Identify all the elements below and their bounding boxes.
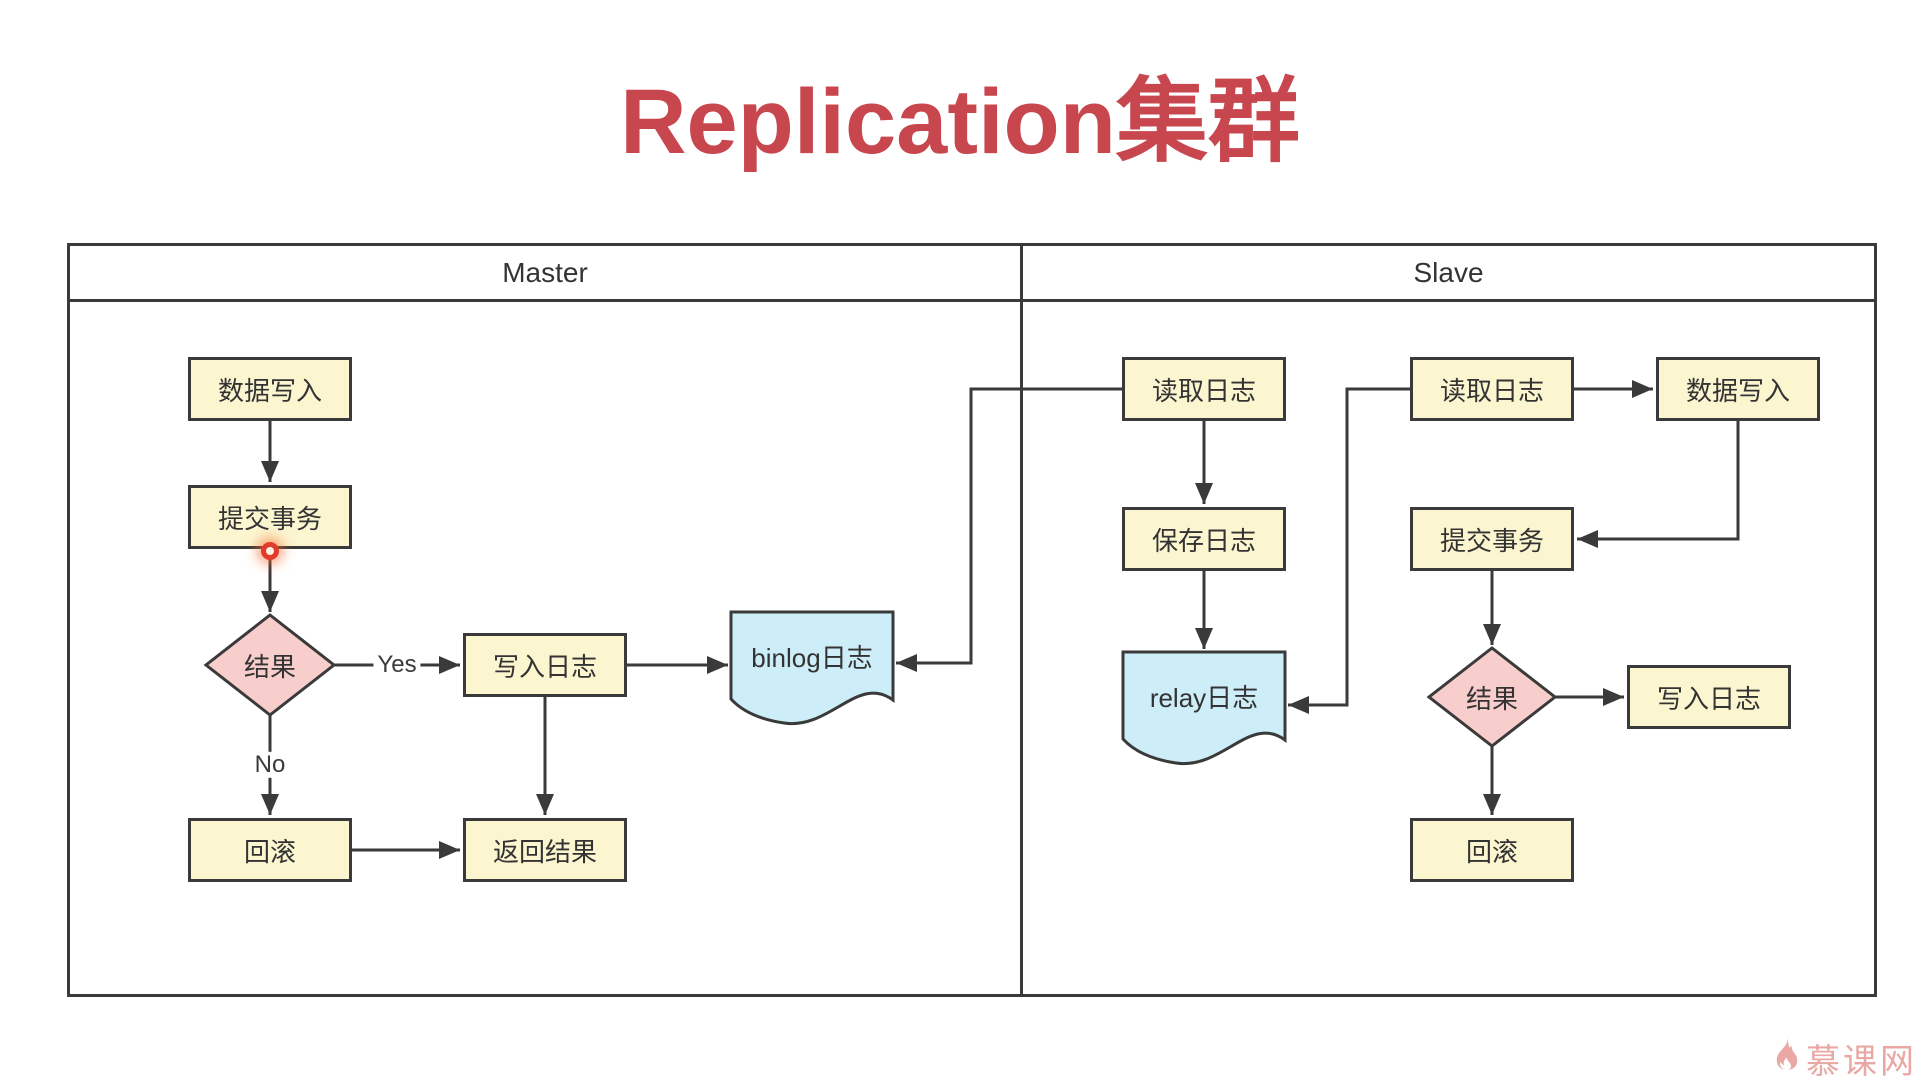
- edge-readlog-binlog: [896, 387, 1122, 672]
- click-indicator-dot: [261, 542, 279, 560]
- page-title: Replication集群: [620, 71, 1300, 173]
- edge-datawrite-commit-slave: [1577, 421, 1740, 548]
- edge-label-yes: Yes: [373, 651, 421, 679]
- node-master-commit-tx: 提交事务: [188, 485, 352, 549]
- swimlane-container: Master Slave: [67, 243, 1877, 997]
- edge-readlogsql-relay: [1288, 387, 1410, 714]
- node-slave-save-log: 保存日志: [1122, 507, 1286, 571]
- edge-label-no: No: [250, 751, 290, 779]
- imooc-logo-text: 慕课网: [1806, 1043, 1917, 1080]
- decision-result-slave: [1426, 646, 1558, 748]
- node-slave-data-write: 数据写入: [1656, 357, 1820, 421]
- node-slave-write-log: 写入日志: [1627, 665, 1791, 729]
- node-slave-read-log-sql: 读取日志: [1410, 357, 1574, 421]
- flame-icon: [1776, 1037, 1798, 1070]
- imooc-logo: 慕课网: [1772, 1034, 1917, 1080]
- node-master-write-log: 写入日志: [463, 633, 627, 697]
- lane-header-divider: [70, 299, 1874, 302]
- node-master-data-write: 数据写入: [188, 357, 352, 421]
- document-relay: [1121, 650, 1287, 766]
- lane-header-slave: Slave: [1413, 256, 1484, 288]
- document-binlog: [729, 610, 895, 726]
- node-slave-read-log-io: 读取日志: [1122, 357, 1286, 421]
- node-slave-rollback: 回滚: [1410, 818, 1574, 882]
- lane-header-master: Master: [502, 256, 588, 288]
- lane-vertical-divider: [1020, 246, 1023, 994]
- node-master-rollback: 回滚: [188, 818, 352, 882]
- node-master-return-result: 返回结果: [463, 818, 627, 882]
- node-slave-commit-tx: 提交事务: [1410, 507, 1574, 571]
- decision-result-master: [203, 613, 337, 717]
